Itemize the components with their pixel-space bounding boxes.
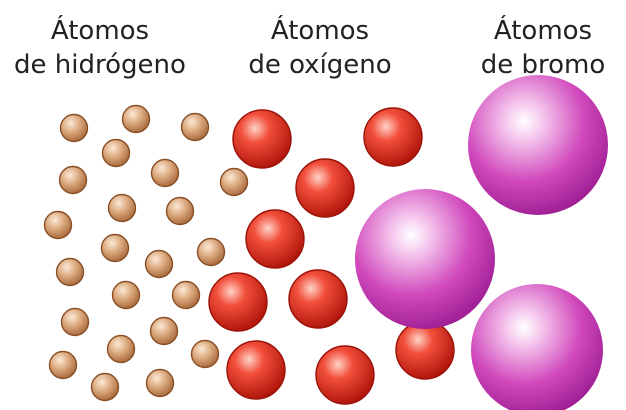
hydrogen-atom xyxy=(182,114,209,141)
hydrogen-atom xyxy=(108,336,135,363)
hydrogen-atom xyxy=(61,115,88,142)
bromine-atom xyxy=(468,75,608,215)
oxygen-atom xyxy=(246,210,304,268)
hydrogen-atom xyxy=(146,251,173,278)
hydrogen-atom xyxy=(57,259,84,286)
hydrogen-atom xyxy=(167,198,194,225)
hydrogen-atom xyxy=(147,370,174,397)
oxygen-atom xyxy=(296,159,354,217)
bromine-atom xyxy=(471,284,603,410)
oxygen-atom xyxy=(364,108,422,166)
oxygen-atom xyxy=(227,341,285,399)
hydrogen-atom xyxy=(151,318,178,345)
oxygen-atom xyxy=(209,273,267,331)
oxygen-atom xyxy=(289,270,347,328)
hydrogen-atom xyxy=(50,352,77,379)
hydrogen-atom xyxy=(92,374,119,401)
hydrogen-atom xyxy=(103,140,130,167)
bromine-atom xyxy=(355,189,495,329)
hydrogen-atoms xyxy=(45,106,248,401)
oxygen-atom xyxy=(233,110,291,168)
hydrogen-atom xyxy=(221,169,248,196)
hydrogen-atom xyxy=(62,309,89,336)
oxygen-atom xyxy=(396,321,454,379)
hydrogen-atom xyxy=(113,282,140,309)
hydrogen-atom xyxy=(192,341,219,368)
hydrogen-atom xyxy=(45,212,72,239)
oxygen-atom xyxy=(316,346,374,404)
hydrogen-atom xyxy=(109,195,136,222)
hydrogen-atom xyxy=(123,106,150,133)
hydrogen-atom xyxy=(60,167,87,194)
hydrogen-atom xyxy=(152,160,179,187)
hydrogen-atom xyxy=(173,282,200,309)
hydrogen-atom xyxy=(102,235,129,262)
hydrogen-atom xyxy=(198,239,225,266)
